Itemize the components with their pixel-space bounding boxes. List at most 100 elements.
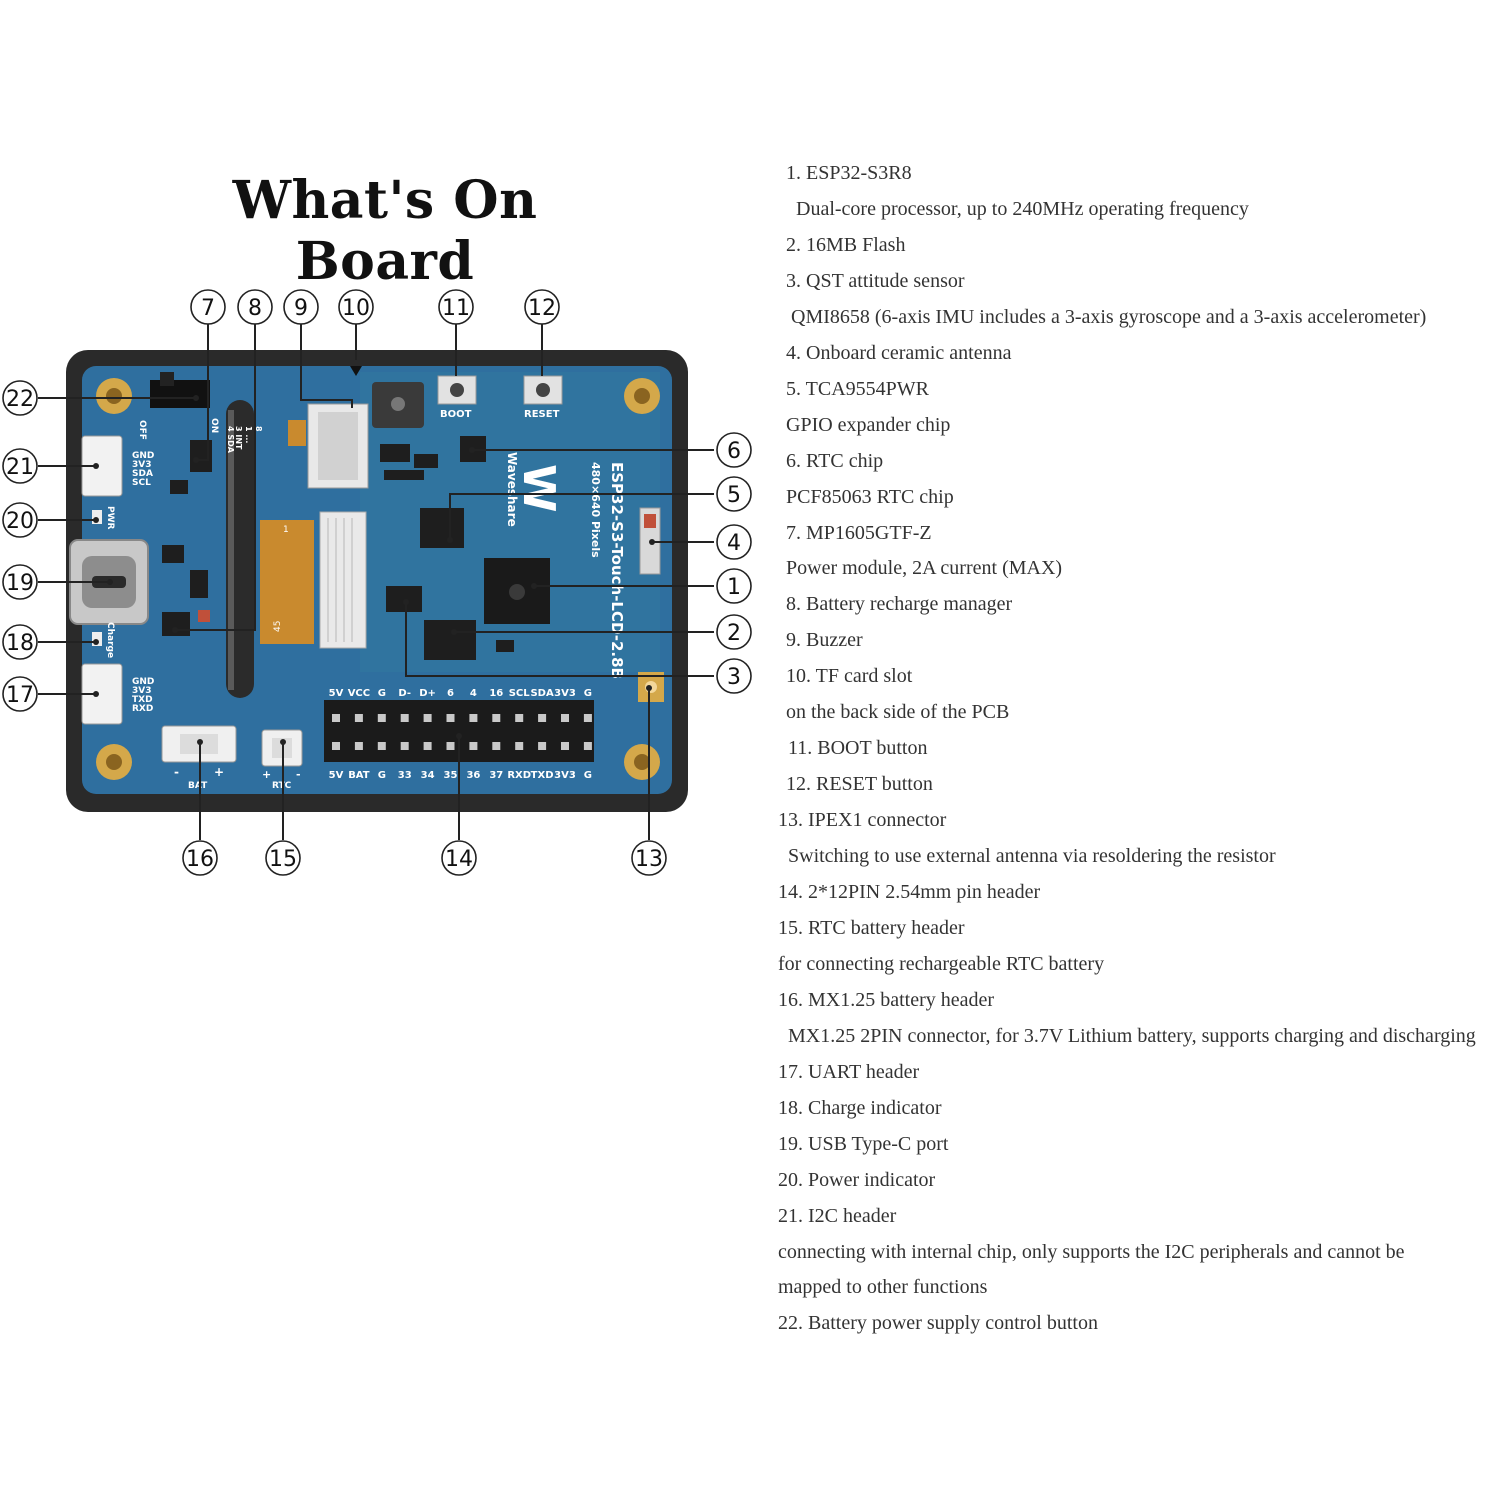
svg-text:GND: GND	[132, 677, 154, 687]
description-line: QMI8658 (6-axis IMU includes a 3-axis gy…	[791, 305, 1427, 328]
header-top-pin-label: G	[584, 688, 592, 699]
callout-number-4: 4	[727, 531, 741, 556]
mounting-holes	[96, 378, 660, 780]
callout-circle-5	[716, 476, 752, 512]
callout-number-6: 6	[727, 439, 741, 464]
callout-number-1: 1	[727, 575, 741, 600]
uart-pin-labels: GND 3V3 TXD RXD	[132, 677, 154, 714]
svg-text:8: 8	[254, 426, 263, 432]
header-pin	[332, 714, 340, 722]
svg-text:3 INT: 3 INT	[234, 426, 243, 450]
header-pin	[446, 742, 455, 750]
callout-number-5: 5	[727, 483, 741, 508]
callout-circle-18	[2, 624, 38, 660]
callout-circle-21	[2, 448, 38, 484]
callout-circle-8	[237, 289, 273, 325]
callout-circle-20	[2, 502, 38, 538]
header-pin	[492, 742, 501, 750]
description-line: for connecting rechargeable RTC battery	[778, 952, 1105, 975]
header-pin	[446, 714, 455, 722]
header-bottom-pin-label: RXD	[507, 770, 531, 781]
description-line: GPIO expander chip	[786, 413, 951, 436]
callout-circle-19	[2, 564, 38, 600]
callout-number-17: 17	[6, 683, 34, 708]
charge-led	[92, 632, 102, 646]
svg-text:4 SDA: 4 SDA	[226, 426, 235, 454]
header-bottom-pin-label: G	[378, 770, 386, 781]
callout-circle-7	[190, 289, 226, 325]
switch-on-label: ON	[209, 418, 219, 433]
svg-text:SDA: SDA	[132, 469, 153, 479]
description-line: 5. TCA9554PWR	[786, 377, 929, 400]
header-bottom-pin-label: 5V	[329, 770, 344, 781]
header-bottom-pin-label: 3V3	[554, 770, 576, 781]
callout-number-10: 10	[342, 296, 370, 321]
svg-text:TXD: TXD	[132, 695, 153, 705]
description-line: 15. RTC battery header	[778, 916, 965, 939]
callout-circle-6	[716, 432, 752, 468]
header-bottom-pin-label: BAT	[348, 770, 370, 781]
svg-text:SCL: SCL	[132, 478, 151, 488]
svg-text:GND: GND	[132, 451, 154, 461]
description-line: Switching to use external antenna via re…	[788, 845, 1276, 868]
header-pin	[561, 742, 569, 750]
svg-text:1 ...: 1 ...	[244, 426, 253, 443]
header-top-pin-label: D+	[419, 688, 436, 699]
header-pin	[492, 714, 501, 722]
header-top-pin-label: 5V	[329, 688, 344, 699]
description-line: MX1.25 2PIN connector, for 3.7V Lithium …	[788, 1024, 1476, 1047]
page-title: What's On Board	[232, 170, 538, 292]
header-pin	[469, 714, 478, 722]
description-line: 11. BOOT button	[788, 737, 928, 760]
callout-circle-12	[524, 289, 560, 325]
description-line: 21. I2C header	[778, 1204, 897, 1227]
header-top-pin-label: SCL	[509, 688, 531, 699]
pwr-led	[92, 510, 102, 524]
callout-circle-10	[338, 289, 374, 325]
description-line: PCF85063 RTC chip	[786, 485, 954, 508]
rtc-minus: -	[296, 768, 301, 781]
header-top-pin-label: G	[378, 688, 386, 699]
header-bottom-pin-label: 33	[398, 770, 412, 781]
svg-text:RXD: RXD	[132, 704, 153, 714]
header-bottom-pin-label: 34	[421, 770, 435, 781]
description-line: 9. Buzzer	[786, 629, 863, 652]
header-bottom-pin-label: G	[584, 770, 592, 781]
description-line: 3. QST attitude sensor	[786, 269, 965, 292]
bat-label: BAT	[188, 781, 208, 791]
description-line: 19. USB Type-C port	[778, 1132, 949, 1155]
boot-button	[437, 375, 477, 405]
callout-circle-1	[716, 568, 752, 604]
header-bottom-pin-label: 37	[489, 770, 503, 781]
header-bottom-pin-label: 35	[444, 770, 458, 781]
header-top-pin-label: VCC	[348, 688, 370, 699]
description-line: Power module, 2A current (MAX)	[786, 557, 1063, 580]
callout-circle-4	[716, 524, 752, 560]
description-line: 20. Power indicator	[778, 1168, 936, 1191]
tf-slot-arrow	[350, 366, 362, 376]
header-top-pin-label: 6	[447, 688, 454, 699]
svg-text:3V3: 3V3	[132, 460, 152, 470]
description-line: 12. RESET button	[786, 773, 933, 796]
fpc-cable	[260, 520, 314, 644]
switch-off-label: OFF	[137, 420, 147, 440]
header-top-pin-label: 16	[489, 688, 503, 699]
header-pin	[400, 742, 409, 750]
description-line: mapped to other functions	[778, 1276, 988, 1299]
callout-number-3: 3	[727, 665, 741, 690]
boot-label: BOOT	[440, 409, 472, 420]
header-pin	[561, 714, 569, 722]
header-pin	[354, 742, 363, 750]
resolution-text: 480×640 Pixels	[589, 462, 602, 558]
bat-plus: +	[214, 765, 224, 779]
fpc-number-45: 45	[273, 621, 283, 632]
leader-lines	[38, 324, 714, 840]
callout-circle-2	[716, 614, 752, 650]
callout-circle-9	[283, 289, 319, 325]
description-line: 10. TF card slot	[786, 665, 913, 688]
description-line: 4. Onboard ceramic antenna	[786, 341, 1012, 364]
header-pin	[515, 742, 524, 750]
